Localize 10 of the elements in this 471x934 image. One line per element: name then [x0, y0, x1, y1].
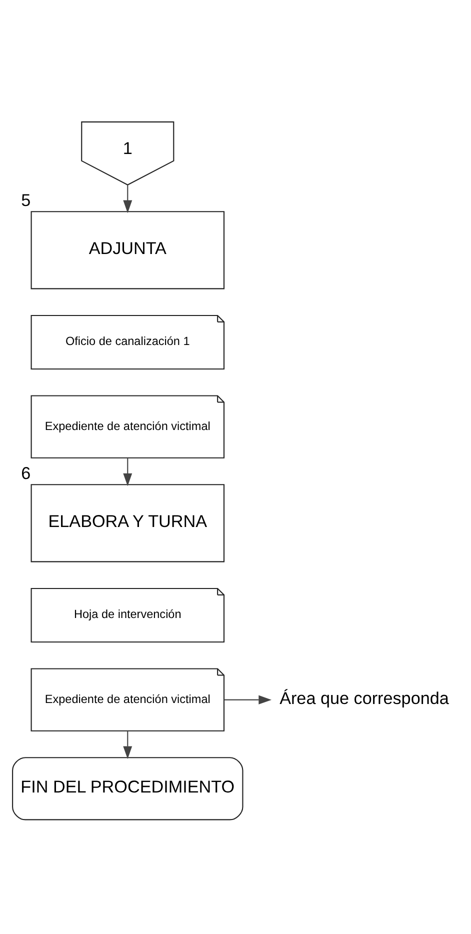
- arrow: [123, 184, 132, 213]
- arrow: [224, 694, 272, 704]
- node-label: 6: [21, 464, 31, 483]
- arrow: [123, 458, 132, 486]
- node-box: ELABORA Y TURNA: [30, 484, 225, 562]
- node-text: Área que corresponda: [280, 688, 449, 708]
- arrow: [123, 730, 132, 759]
- node-box: FIN DEL PROCEDIMIENTO: [12, 756, 244, 820]
- node-label: 5: [21, 190, 31, 210]
- node-box: ADJUNTA: [30, 210, 225, 289]
